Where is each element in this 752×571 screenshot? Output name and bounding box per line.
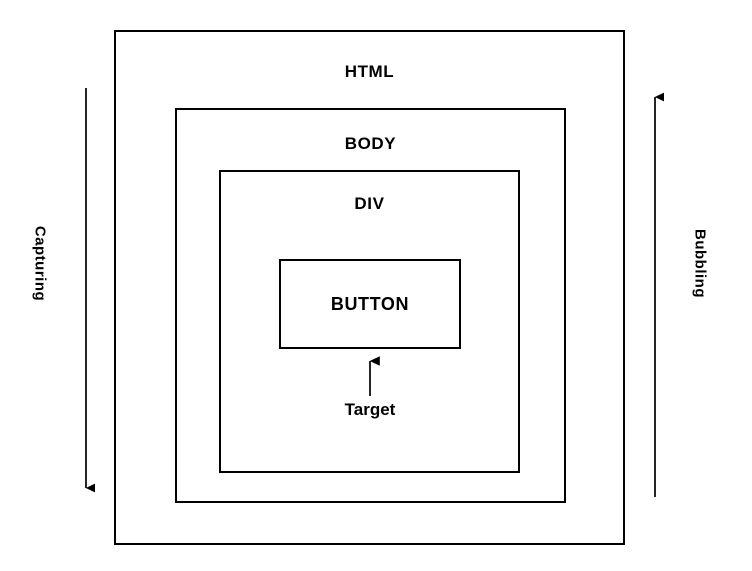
node-box-div: DIV	[219, 170, 520, 473]
node-box-html: HTML	[114, 30, 625, 545]
node-box-body: BODY	[175, 108, 566, 503]
flow-label-bubbling: Bubbling	[691, 229, 709, 298]
node-label-body: BODY	[344, 134, 397, 153]
node-box-button: BUTTON	[279, 259, 461, 349]
node-label-button: BUTTON	[330, 294, 410, 314]
annotation-label-target: Target	[344, 400, 396, 419]
flow-label-capturing: Capturing	[31, 225, 49, 302]
node-label-html: HTML	[344, 62, 395, 81]
node-label-div: DIV	[354, 194, 385, 213]
